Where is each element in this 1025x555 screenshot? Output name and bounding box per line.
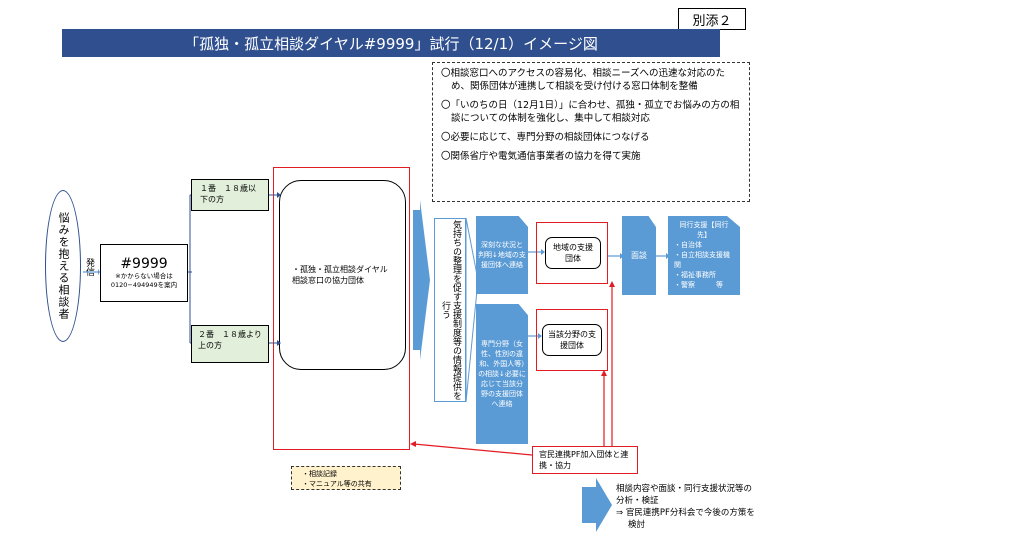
info-item: 〇相談窓口へのアクセスの容易化、相談ニーズへの迅速な対応のため、関係団体が連携し… — [441, 68, 726, 92]
intake-box: 気持ちの整理を促す支援制度等の情報提供を行う — [434, 218, 466, 402]
info-item: 〇関係省庁や電気通信事業者の協力を得て実施 — [441, 151, 641, 162]
info-item: 〇必要に応じて、専門分野の相談団体につなげる — [441, 132, 650, 143]
meeting-box: 面談 — [622, 216, 656, 295]
thick-arrow — [413, 200, 430, 360]
consult-red-frame — [273, 167, 410, 450]
accompany-item: ・福祉事務所 — [674, 271, 716, 279]
dial-note: ※かからない場合は0120−494949を案内 — [110, 272, 178, 289]
page-title: 「孤独・孤立相談ダイヤル#9999」試行（12/1）イメージ図 — [62, 29, 720, 57]
records-box: ・相談記録 ・マニュアル等の共有 — [291, 466, 401, 490]
local-org-red-frame — [536, 222, 608, 284]
local-org-box: 地域の支援団体 — [545, 237, 601, 269]
accompany-item: ・自治体 — [674, 241, 702, 249]
info-item: 〇「いのちの日（12月1日）」に合わせ、孤独・孤立でお悩みの方の相談についての体… — [441, 100, 740, 124]
dial-box: #9999 ※かからない場合は0120−494949を案内 — [100, 244, 188, 302]
info-box: 〇相談窓口へのアクセスの容易化、相談ニーズへの迅速な対応のため、関係団体が連携し… — [432, 62, 750, 202]
lower-flow-box: 専門分野（女性、性別の違和、外国人等）の相談↓必要に応じて当該分野の支援団体へ連… — [476, 304, 528, 444]
annex-label: 別添２ — [678, 8, 746, 30]
analysis-text: 相談内容や面談・同行支援状況等の分析・検証 ⇒ 官民連携PF分科会で今後の方策を… — [616, 483, 756, 531]
accompany-title: 同行支援【同行先】 — [679, 221, 729, 239]
pf-local-head — [609, 281, 615, 287]
caller-ellipse: 悩みを抱える相談者 — [45, 190, 81, 342]
accompany-item: ・自立相談支援機関 — [674, 251, 730, 269]
dial-number: #9999 — [120, 256, 168, 272]
pf-consult-head — [410, 441, 416, 447]
call-label: 発信 — [84, 258, 94, 276]
pf-consult-line — [413, 443, 533, 456]
consult-window: ・孤独・孤立相談ダイヤル相談窓口の協力団体 — [279, 180, 406, 370]
records-item: ・相談記録 — [302, 470, 337, 478]
analysis-item: 相談内容や面談・同行支援状況等の分析・検証 — [616, 484, 753, 506]
field-org-box: 当該分野の支援団体 — [542, 324, 602, 356]
upper-flow-box: 深刻な状況と判明↓地域の支援団体へ連絡 — [476, 216, 528, 294]
analysis-arrow — [582, 478, 612, 532]
pf-box: 官民連携PF加入団体と連携・協力 — [532, 446, 638, 474]
analysis-item: ⇒ 官民連携PF分科会で今後の方策を検討 — [616, 508, 755, 530]
accompany-box: 同行支援【同行先】 ・自治体 ・自立相談支援機関 ・福祉事務所 ・警察 等 — [668, 216, 740, 295]
accompany-item: ・警察 等 — [674, 281, 723, 289]
field-org-red-frame — [536, 309, 608, 371]
records-item: ・マニュアル等の共有 — [302, 480, 372, 488]
caller-label: 悩みを抱える相談者 — [57, 212, 70, 320]
branch-over-18: ２番 １８歳より上の方 — [191, 325, 269, 363]
branch-under-18: １番 １８歳以下の方 — [191, 179, 269, 211]
